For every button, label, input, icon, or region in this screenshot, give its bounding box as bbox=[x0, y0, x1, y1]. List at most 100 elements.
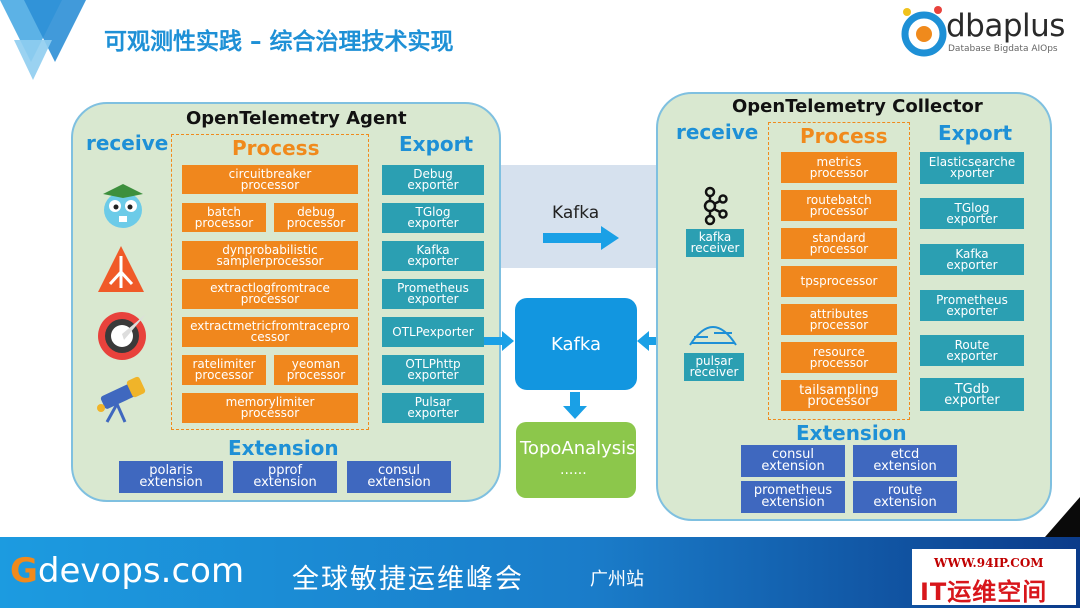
agent-exporter-otlp: OTLPexporter bbox=[382, 317, 484, 347]
agent-exporter-debug: Debug exporter bbox=[382, 165, 484, 195]
agent-exporter-pulsar: Pulsar exporter bbox=[382, 393, 484, 423]
extension-label: polaris extension bbox=[139, 463, 203, 490]
collector-exporter-kafka: Kafka exporter bbox=[920, 244, 1024, 275]
collector-extension-etcd: etcd extension bbox=[853, 445, 957, 477]
agent-process-group bbox=[171, 134, 369, 430]
kafka-flow-band bbox=[496, 165, 658, 268]
collector-extension-consul: consul extension bbox=[741, 445, 845, 477]
topo-title: TopoAnalysis bbox=[520, 438, 636, 459]
agent-receive-label: receive bbox=[86, 131, 169, 155]
exporter-label: Pulsar exporter bbox=[407, 395, 459, 420]
collector-process-label: Process bbox=[800, 124, 888, 148]
agent-exporter-prometheus: Prometheus exporter bbox=[382, 279, 484, 309]
agent-extension-pprof: pprof extension bbox=[233, 461, 337, 493]
agent-processor-memorylimiter: memorylimiter processor bbox=[182, 393, 358, 423]
topo-analysis-box: TopoAnalysis ...... bbox=[516, 422, 636, 498]
kafka-logo-icon bbox=[703, 186, 728, 226]
exporter-label: Kafka exporter bbox=[407, 243, 459, 268]
agent-processor-circuitbreaker: circuitbreaker processor bbox=[182, 165, 358, 194]
processor-label: standard processor bbox=[809, 230, 869, 256]
collector-title: OpenTelemetry Collector bbox=[732, 96, 983, 117]
processor-label: debug processor bbox=[286, 204, 346, 230]
agent-processor-extractmetricfromtrace: extractmetricfromtracepro cessor bbox=[182, 317, 358, 347]
collector-processor-routebatch: routebatch processor bbox=[781, 190, 897, 221]
telescope-icon bbox=[97, 376, 146, 423]
collector-extension-prometheus: prometheus extension bbox=[741, 481, 845, 513]
collector-process-group bbox=[768, 122, 910, 420]
watermark-box bbox=[912, 549, 1076, 605]
footer-site-rest: devops.com bbox=[37, 551, 245, 591]
collector-processor-resource: resource processor bbox=[781, 342, 897, 373]
processor-label: memorylimiter processor bbox=[225, 395, 315, 420]
processor-label: resource processor bbox=[809, 344, 869, 370]
pulsar-receiver-box: pulsar receiver bbox=[684, 353, 744, 381]
exporter-label: Elasticsearche xporter bbox=[928, 155, 1016, 180]
processor-label: metrics processor bbox=[809, 154, 869, 180]
agent-processor-extractlogfromtrace: extractlogfromtrace processor bbox=[182, 279, 358, 309]
arrow-left-icon bbox=[637, 331, 667, 351]
pulsar-logo-icon bbox=[689, 326, 737, 346]
arrow-right-icon bbox=[484, 331, 514, 351]
ant-icon bbox=[98, 246, 144, 292]
exporter-label: Debug exporter bbox=[407, 167, 459, 192]
kafka-box-label: Kafka bbox=[551, 333, 601, 355]
collector-exporter-elasticsearch: Elasticsearche xporter bbox=[920, 152, 1024, 184]
footer-site-g: G bbox=[10, 551, 38, 591]
collector-processor-metrics: metrics processor bbox=[781, 152, 897, 183]
agent-extension-label: Extension bbox=[228, 436, 339, 460]
topo-sub: ...... bbox=[560, 462, 587, 478]
collector-exporter-tgdb: TGdb exporter bbox=[920, 378, 1024, 411]
extension-label: etcd extension bbox=[873, 447, 937, 474]
kafka-queue-box: Kafka bbox=[515, 298, 637, 390]
extension-label: consul extension bbox=[367, 463, 431, 490]
arrow-right-icon bbox=[543, 226, 619, 250]
agent-processor-dynprobabilistic: dynprobabilistic samplerprocessor bbox=[182, 241, 358, 270]
kafka-receiver-box: kafka receiver bbox=[686, 229, 744, 257]
agent-title: OpenTelemetry Agent bbox=[186, 108, 407, 129]
slide-logo-icon bbox=[0, 0, 86, 80]
extension-label: prometheus extension bbox=[753, 483, 833, 510]
collector-exporter-route: Route exporter bbox=[920, 335, 1024, 366]
brand-name: dbaplus bbox=[946, 8, 1065, 44]
exporter-label: Prometheus exporter bbox=[397, 281, 469, 306]
gauge-icon bbox=[98, 312, 146, 360]
extension-label: consul extension bbox=[761, 447, 825, 474]
processor-label: tailsampling processor bbox=[799, 382, 879, 409]
footer-city: 广州站 bbox=[590, 569, 644, 590]
agent-extension-consul: consul extension bbox=[347, 461, 451, 493]
footer-site: Gdevops.com bbox=[10, 551, 244, 591]
watermark-url: WWW.94IP.COM bbox=[934, 556, 1044, 570]
collector-processor-tailsampling: tailsampling processor bbox=[781, 380, 897, 411]
exporter-label: OTLPexporter bbox=[392, 324, 474, 339]
collector-extension-label: Extension bbox=[796, 421, 907, 445]
processor-label: routebatch processor bbox=[806, 192, 872, 218]
collector-processor-tps: tpsprocessor bbox=[781, 266, 897, 297]
agent-process-label: Process bbox=[232, 136, 320, 160]
collector-processor-attributes: attributes processor bbox=[781, 304, 897, 335]
agent-processor-ratelimiter: ratelimiter processor bbox=[182, 355, 266, 385]
agent-processor-batch: batch processor bbox=[182, 203, 266, 232]
footer-banner: Gdevops.com 全球敏捷运维峰会 广州站 bbox=[0, 537, 1080, 608]
exporter-label: TGlog exporter bbox=[946, 200, 998, 226]
receiver-label: pulsar receiver bbox=[689, 354, 739, 379]
processor-label: dynprobabilistic samplerprocessor bbox=[216, 242, 324, 268]
arrow-down-icon bbox=[563, 392, 587, 419]
collector-export-label: Export bbox=[938, 121, 1013, 145]
corner-decoration bbox=[1045, 497, 1080, 537]
agent-processor-debug: debug processor bbox=[274, 203, 358, 232]
processor-label: yeoman processor bbox=[286, 357, 346, 382]
slide-title: 可观测性实践 – 综合治理技术实现 bbox=[104, 29, 454, 55]
extension-label: route extension bbox=[873, 483, 937, 510]
exporter-label: TGlog exporter bbox=[407, 205, 459, 230]
collector-receive-label: receive bbox=[676, 120, 759, 144]
footer-conference: 全球敏捷运维峰会 bbox=[292, 564, 524, 595]
kafka-band-label: Kafka bbox=[552, 203, 600, 223]
dbaplus-mark-icon bbox=[901, 6, 947, 57]
exporter-label: Prometheus exporter bbox=[936, 292, 1008, 318]
exporter-label: OTLPhttp exporter bbox=[405, 357, 461, 382]
agent-processor-yeoman: yeoman processor bbox=[274, 355, 358, 385]
processor-label: circuitbreaker processor bbox=[228, 166, 312, 192]
receiver-label: kafka receiver bbox=[690, 230, 740, 255]
agent-exporter-kafka: Kafka exporter bbox=[382, 241, 484, 271]
processor-label: batch processor bbox=[194, 204, 254, 230]
